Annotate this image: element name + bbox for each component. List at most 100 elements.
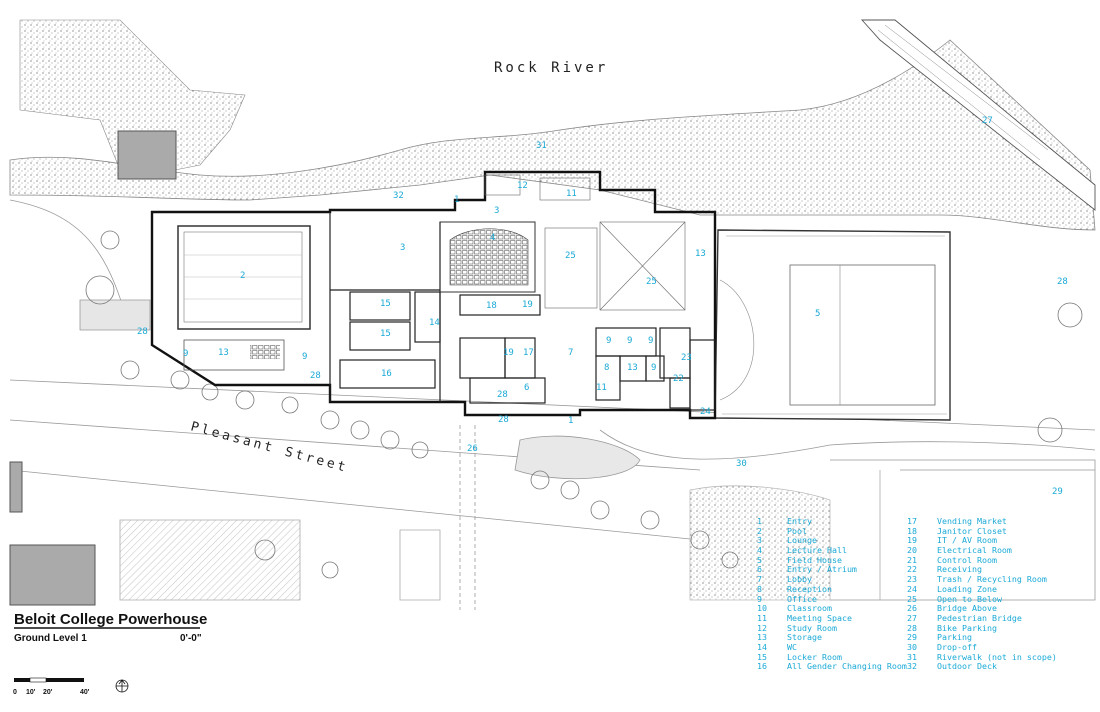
- river-label: Rock River: [494, 60, 608, 76]
- room-label: 15: [380, 299, 391, 309]
- plan-room-numbers: 1 1 2 3 3 4 5 6 7 8 9 9 9 9 9 9 11 11 12…: [137, 116, 1068, 497]
- room-label: 28: [498, 415, 509, 425]
- room-label: 11: [566, 189, 577, 199]
- room-label: 16: [381, 369, 392, 379]
- room-label: 12: [517, 181, 528, 191]
- lecture-hall: [439, 221, 536, 293]
- room-label: 25: [565, 251, 576, 261]
- pool-area: [177, 225, 311, 371]
- field-house: [714, 229, 951, 421]
- room-label: 13: [695, 249, 706, 259]
- room-label: 25: [646, 277, 657, 287]
- room-label: 9: [651, 363, 656, 373]
- room-label: 18: [486, 301, 497, 311]
- room-label: 9: [648, 336, 653, 346]
- room-label: 29: [1052, 487, 1063, 497]
- room-label: 24: [700, 407, 711, 417]
- room-label: 15: [380, 329, 391, 339]
- drawing-title: Beloit College Powerhouse: [14, 611, 207, 628]
- room-label: 9: [183, 349, 188, 359]
- room-label: 13: [218, 348, 229, 358]
- room-label: 14: [429, 318, 440, 328]
- room-label: 28: [497, 390, 508, 400]
- scale-tick: 10': [26, 689, 36, 696]
- room-label: 28: [1057, 277, 1068, 287]
- river-bank: [9, 19, 1096, 231]
- scale-note: 0'-0": [180, 633, 202, 644]
- room-label: 17: [523, 348, 534, 358]
- room-label: 32: [393, 191, 404, 201]
- scale-bar: 0 10' 20' 40': [13, 677, 129, 696]
- room-label: 31: [536, 141, 547, 151]
- room-label: 19: [503, 348, 514, 358]
- scale-tick: 20': [43, 689, 53, 696]
- north-arrow-icon: [115, 679, 129, 693]
- room-label: 7: [568, 348, 573, 358]
- title-block: Beloit College Powerhouse Ground Level 1…: [14, 611, 207, 644]
- adjacent-buildings: [9, 461, 96, 606]
- room-label: 6: [524, 383, 529, 393]
- room-label: 4: [490, 233, 495, 243]
- open-to-below: [484, 174, 686, 311]
- room-label: 22: [673, 374, 684, 384]
- room-label: 19: [522, 300, 533, 310]
- room-label: 1: [568, 416, 573, 426]
- room-label: 3: [400, 243, 405, 253]
- room-label: 13: [627, 363, 638, 373]
- room-label: 23: [681, 353, 692, 363]
- room-label: 2: [240, 271, 245, 281]
- room-label: 26: [467, 444, 478, 454]
- room-label: 8: [604, 363, 609, 373]
- room-label: 30: [736, 459, 747, 469]
- room-label: 9: [606, 336, 611, 346]
- street-trees: [85, 230, 1083, 579]
- drawing-subtitle: Ground Level 1: [14, 633, 87, 644]
- adjacent-building: [117, 130, 177, 180]
- room-label: 5: [815, 309, 820, 319]
- room-label: 28: [310, 371, 321, 381]
- room-label: 1: [454, 195, 459, 205]
- room-label: 9: [627, 336, 632, 346]
- scale-tick: 40': [80, 689, 90, 696]
- room-label: 11: [596, 383, 607, 393]
- room-label: 28: [137, 327, 148, 337]
- pedestrian-bridge: [860, 19, 1096, 211]
- room-label: 27: [982, 116, 993, 126]
- room-label: 3: [494, 206, 499, 216]
- room-label: 9: [302, 352, 307, 362]
